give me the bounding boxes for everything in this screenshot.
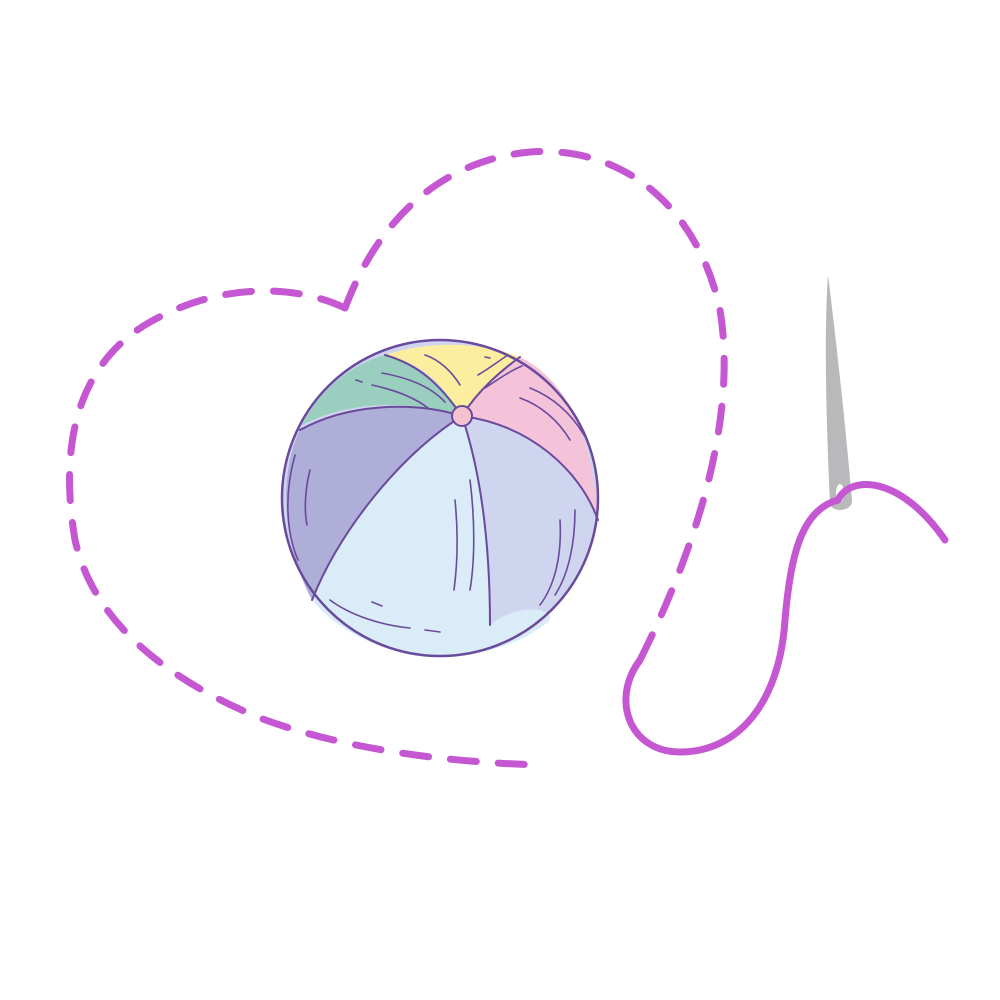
sewing-needle-icon [825, 275, 853, 511]
yarn-ball-knot [451, 405, 473, 427]
thread-strand [834, 481, 949, 544]
dashed-heart-stitch-right [341, 148, 728, 664]
yarn-ball-icon [280, 338, 600, 658]
dashed-heart-stitch [66, 287, 544, 769]
thread-strand-lower [622, 496, 842, 756]
